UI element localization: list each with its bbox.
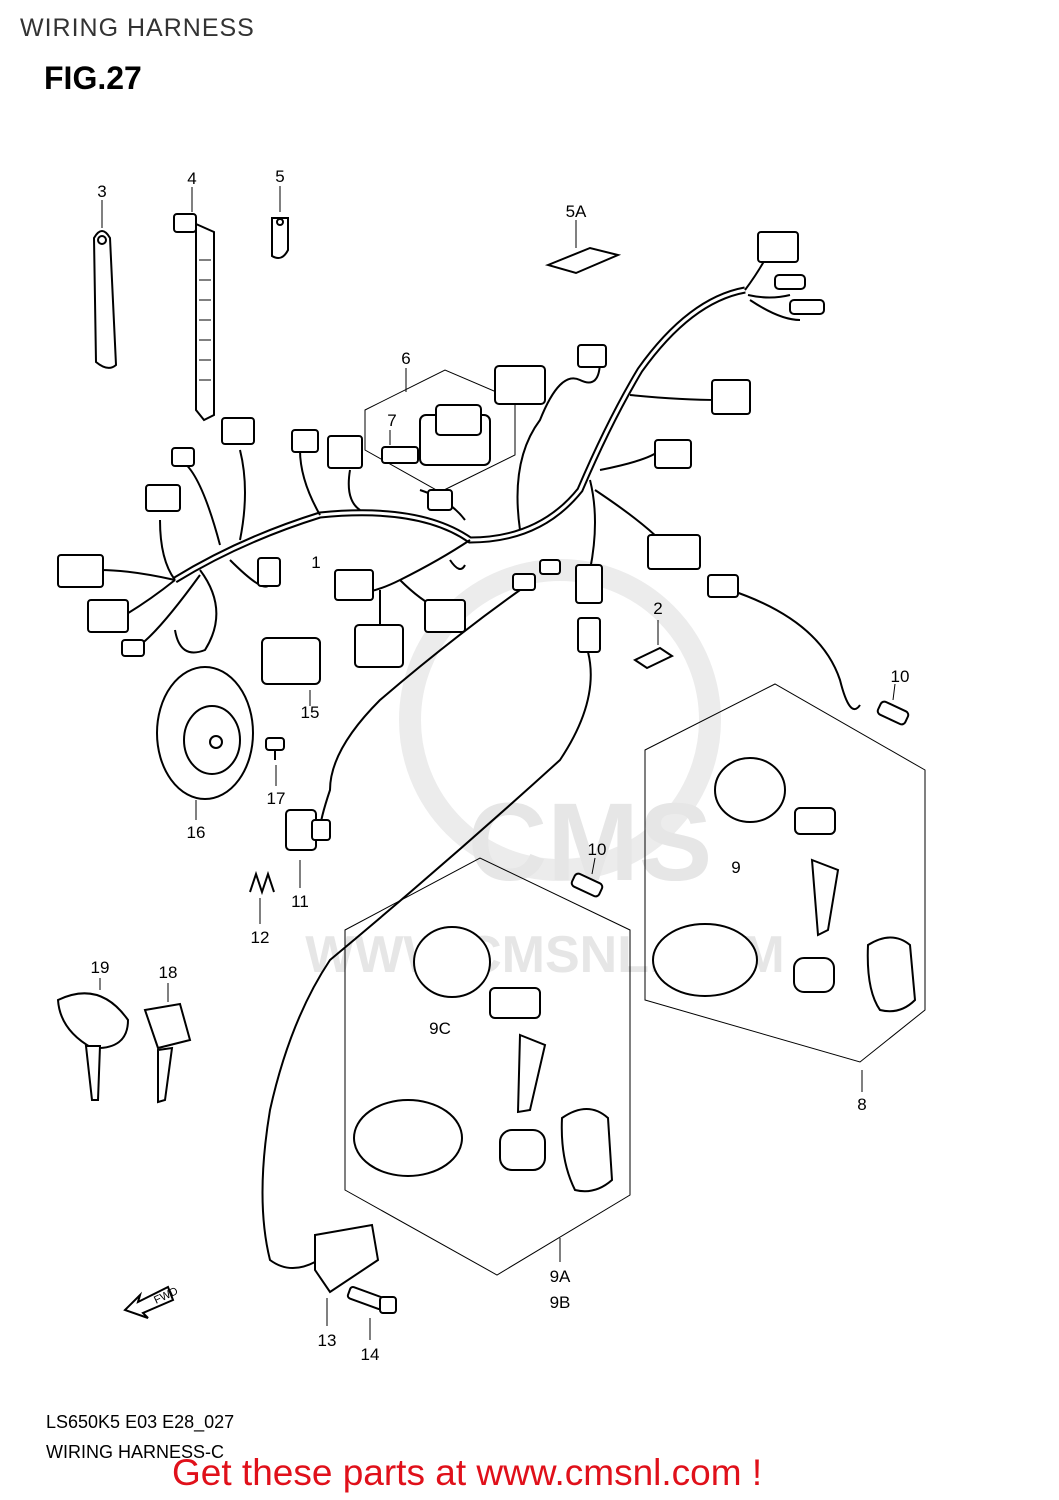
part-4-cable-tie[interactable] [173, 187, 215, 422]
part-14-bolt[interactable] [346, 1286, 397, 1340]
callout: 9 [731, 858, 740, 877]
part-13-switch[interactable] [314, 1223, 380, 1326]
figure-number: FIG.27 [44, 60, 142, 96]
part-15-coupler[interactable] [261, 637, 321, 706]
callout: 7 [387, 411, 396, 430]
part-6-relay-assembly[interactable] [364, 368, 516, 493]
callout: 1 [311, 553, 320, 572]
part-17-bolt[interactable] [265, 737, 285, 786]
model-code: LS650K5 E03 E28_027 [46, 1412, 235, 1432]
callout: 11 [291, 892, 309, 911]
part-1-main-harness[interactable] [99, 249, 861, 711]
callout: 3 [97, 182, 106, 201]
part-5a-sheet[interactable] [544, 220, 622, 275]
callout: 16 [187, 823, 206, 842]
callout: 5A [566, 202, 587, 221]
callout: 9B [550, 1293, 571, 1312]
callout: 15 [301, 703, 320, 722]
fwd-arrow-icon: FWD [123, 1285, 180, 1319]
page-title: WIRING HARNESS [20, 14, 255, 42]
part-19-key[interactable] [56, 978, 130, 1101]
callout: 14 [361, 1345, 380, 1364]
callout: 10 [891, 667, 910, 686]
part-10-screws[interactable] [570, 683, 910, 898]
callout: 17 [267, 789, 286, 808]
callout: 6 [401, 349, 410, 368]
callout: 5 [275, 167, 284, 186]
callout: 2 [653, 599, 662, 618]
part-9-lock-set[interactable] [344, 857, 631, 1276]
callout: 13 [318, 1331, 337, 1350]
callout: 12 [251, 928, 270, 947]
part-16-horn[interactable] [156, 666, 254, 820]
part-18-key[interactable] [143, 983, 192, 1104]
promo-banner-link[interactable]: Get these parts at www.cmsnl.com ! [172, 1452, 763, 1493]
callout: 4 [187, 169, 196, 188]
callout: 9A [550, 1267, 571, 1286]
part-11-switch[interactable] [285, 809, 331, 888]
callout-labels: 1 2 3 4 5 5A 6 7 8 9 9A 9B 9C 10 10 11 1… [91, 167, 910, 1364]
part-3-band[interactable] [92, 200, 118, 369]
callout: 8 [857, 1095, 866, 1114]
part-2-resistor[interactable] [632, 620, 675, 670]
diagram-name: WIRING HARNESS-C [46, 1442, 225, 1462]
part-5-clamp[interactable] [271, 186, 289, 259]
callout: 9C [429, 1019, 451, 1038]
callout: 19 [91, 958, 110, 977]
callout: 10 [588, 840, 607, 859]
part-12-spring[interactable] [249, 870, 275, 924]
connectors [57, 231, 825, 1269]
callout: 18 [159, 963, 178, 982]
part-8-lock-set[interactable] [644, 683, 926, 1092]
